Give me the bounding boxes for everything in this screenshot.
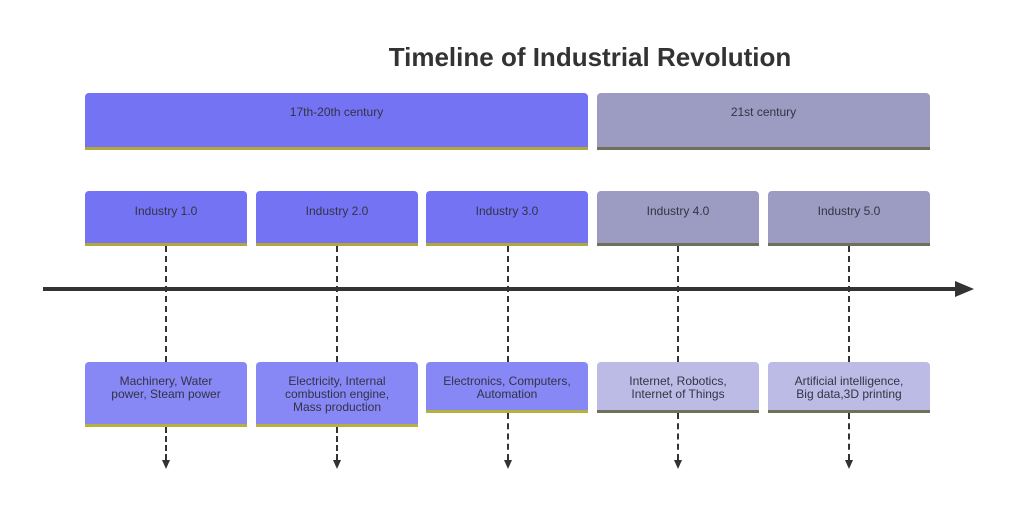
- connector-line: [507, 246, 509, 362]
- stage-box-industry-3: Industry 3.0: [426, 191, 588, 246]
- connector-line: [165, 246, 167, 362]
- stage-label: Industry 5.0: [817, 204, 881, 218]
- detail-box-industry-2: Electricity, Internal combustion engine,…: [256, 362, 418, 427]
- connector-line: [336, 427, 338, 460]
- timeline-axis: [43, 287, 958, 291]
- detail-text: Internet, Robotics, Internet of Things: [629, 374, 727, 401]
- detail-text: Electronics, Computers, Automation: [443, 374, 571, 401]
- connector-line: [677, 246, 679, 362]
- detail-box-industry-3: Electronics, Computers, Automation: [426, 362, 588, 413]
- arrow-down-icon: [674, 460, 682, 469]
- connector-line: [507, 413, 509, 460]
- stage-box-industry-1: Industry 1.0: [85, 191, 247, 246]
- stage-label: Industry 1.0: [134, 204, 198, 218]
- connector-line: [848, 246, 850, 362]
- stage-box-industry-4: Industry 4.0: [597, 191, 759, 246]
- arrow-down-icon: [504, 460, 512, 469]
- stage-label: Industry 2.0: [305, 204, 369, 218]
- connector-line: [336, 246, 338, 362]
- diagram-title: Timeline of Industrial Revolution: [388, 42, 792, 72]
- arrow-down-icon: [845, 460, 853, 469]
- connector-line: [677, 413, 679, 460]
- detail-text: Electricity, Internal combustion engine,…: [284, 374, 390, 414]
- era-box-21st-century: 21st century: [597, 93, 930, 150]
- detail-text: Machinery, Water power, Steam power: [111, 374, 221, 401]
- detail-box-industry-4: Internet, Robotics, Internet of Things: [597, 362, 759, 413]
- detail-box-industry-1: Machinery, Water power, Steam power: [85, 362, 247, 427]
- stage-label: Industry 4.0: [646, 204, 710, 218]
- connector-line: [848, 413, 850, 460]
- arrow-down-icon: [162, 460, 170, 469]
- stage-box-industry-5: Industry 5.0: [768, 191, 930, 246]
- era-label: 17th-20th century: [289, 105, 384, 119]
- era-box-17th-20th-century: 17th-20th century: [85, 93, 588, 150]
- era-label: 21st century: [730, 105, 797, 119]
- stage-box-industry-2: Industry 2.0: [256, 191, 418, 246]
- detail-box-industry-5: Artificial intelligence, Big data,3D pri…: [768, 362, 930, 413]
- arrow-down-icon: [333, 460, 341, 469]
- arrow-right-icon: [955, 281, 974, 297]
- stage-label: Industry 3.0: [475, 204, 539, 218]
- detail-text: Artificial intelligence, Big data,3D pri…: [794, 374, 904, 401]
- connector-line: [165, 427, 167, 460]
